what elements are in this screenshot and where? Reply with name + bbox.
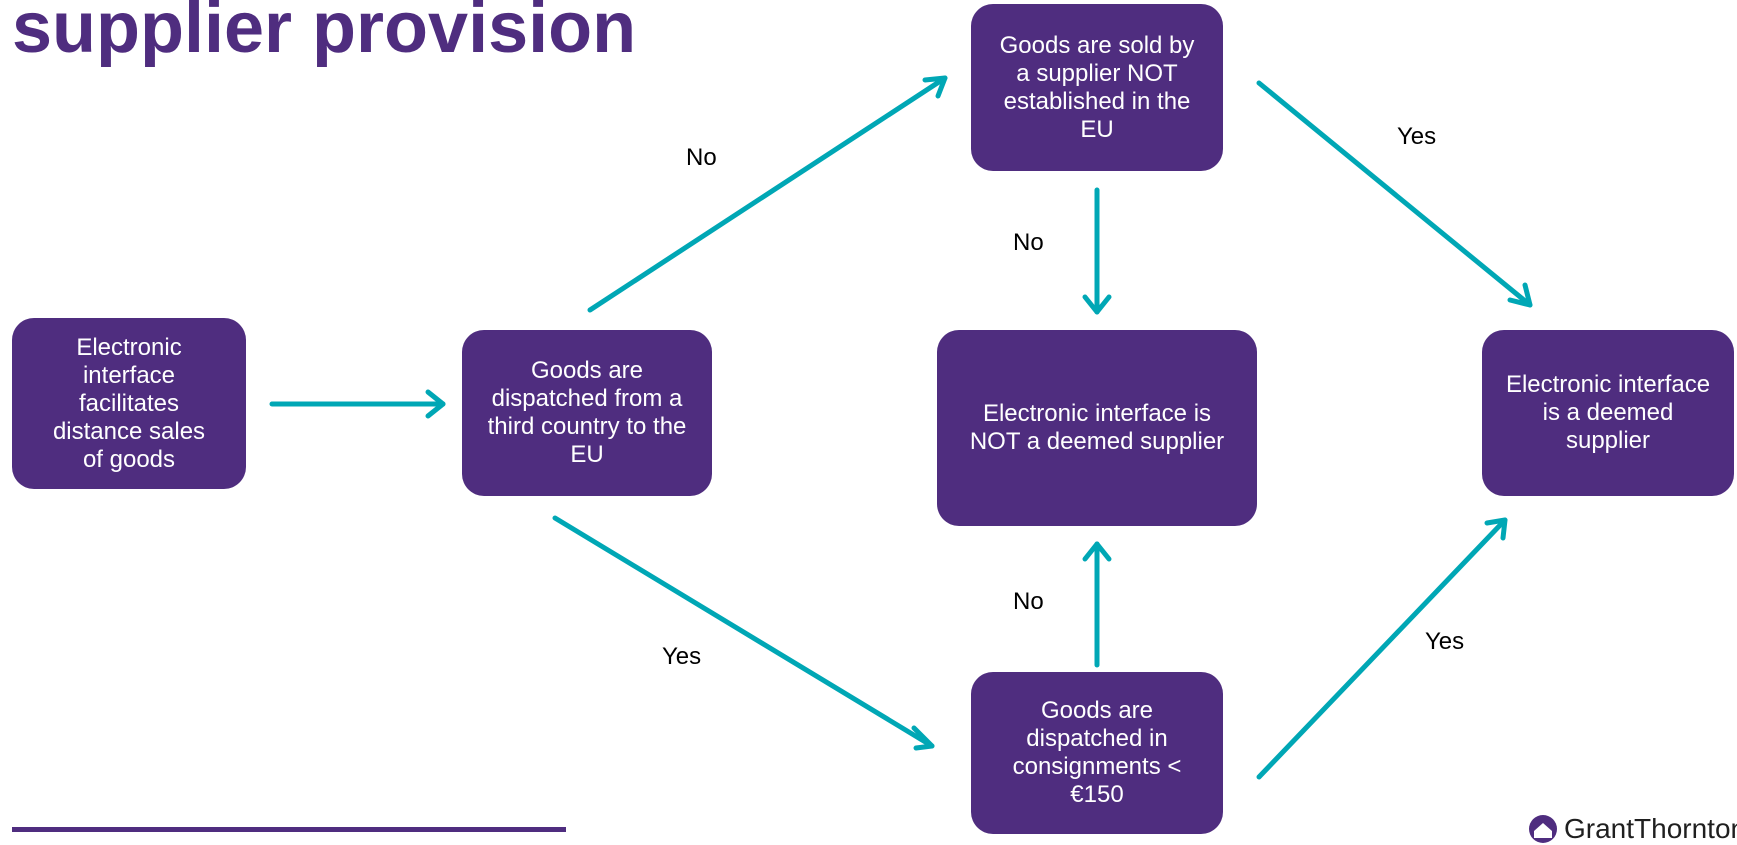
node-third-country: Goods are dispatched from a third countr…	[462, 330, 712, 496]
edge-label-supplier-to-not-deemed: No	[1013, 229, 1044, 256]
node-third-country-label: Goods are dispatched from a third countr…	[487, 357, 687, 468]
node-not-deemed: Electronic interface is NOT a deemed sup…	[937, 330, 1257, 526]
arrow-third-country-to-supplier	[587, 75, 948, 313]
grant-thornton-logo: GrantThornton	[1528, 813, 1737, 844]
edge-label-consignments-to-deemed: Yes	[1425, 628, 1465, 655]
edge-label-third-to-consignments: Yes	[662, 643, 702, 670]
node-consignments: Goods are dispatched in consignments < €…	[971, 672, 1223, 834]
grant-thornton-mark-icon	[1529, 815, 1557, 843]
edge-label-consignments-to-not-deemed: No	[1013, 588, 1044, 615]
page-title: supplier provision	[12, 0, 637, 68]
footer-rule	[12, 827, 566, 832]
arrow-consignments-to-deemed	[1256, 517, 1508, 780]
node-consignments-label: Goods are dispatched in consignments < €…	[1012, 697, 1182, 808]
arrow-supplier-to-not-deemed	[1082, 187, 1112, 315]
arrow-third-country-to-consignments	[552, 515, 935, 751]
node-supplier-not-eu: Goods are sold by a supplier NOT establi…	[971, 4, 1223, 171]
arrow-supplier-to-deemed	[1256, 80, 1533, 308]
edge-label-supplier-to-deemed: Yes	[1397, 123, 1437, 150]
node-start-label: Electronic interface facilitates distanc…	[52, 333, 206, 473]
logo-text: GrantThornton	[1564, 813, 1737, 844]
node-deemed-label: Electronic interface is a deemed supplie…	[1505, 371, 1711, 454]
arrow-start-to-third-country	[269, 389, 446, 419]
node-not-deemed-label: Electronic interface is NOT a deemed sup…	[969, 400, 1225, 455]
node-deemed: Electronic interface is a deemed supplie…	[1482, 330, 1734, 496]
node-start: Electronic interface facilitates distanc…	[12, 318, 246, 489]
arrow-consignments-to-not-deemed	[1082, 541, 1112, 668]
node-supplier-not-eu-label: Goods are sold by a supplier NOT establi…	[999, 31, 1195, 143]
edge-label-third-to-supplier: No	[686, 144, 717, 171]
